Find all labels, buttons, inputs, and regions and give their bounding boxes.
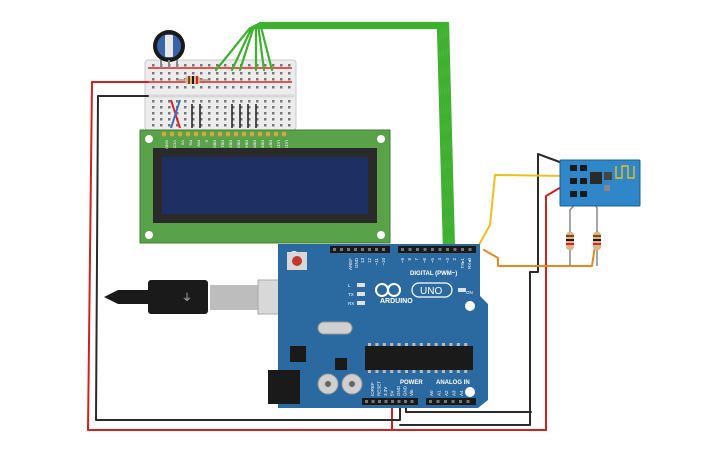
analog-pin-label: A0: [429, 390, 434, 396]
lcd-pin[interactable]: [217, 131, 223, 137]
power-pin-label: GND: [403, 385, 408, 396]
led-label: RX: [348, 301, 354, 306]
lcd-pin[interactable]: [273, 131, 279, 137]
reset-button: [292, 256, 302, 266]
digital-pin-label: ~10: [381, 258, 386, 266]
lcd-pin[interactable]: [281, 131, 287, 137]
digital-header-high: [330, 246, 390, 253]
backlight-resistor[interactable]: [178, 76, 208, 84]
digital-pin-label: 8: [407, 258, 412, 261]
power-jack: [268, 370, 300, 404]
digital-pin-label: ~3: [445, 258, 450, 264]
breadboard: [144, 59, 297, 131]
lcd-pin-label: RS: [189, 140, 194, 146]
lcd-pin-label: DB6: [261, 140, 266, 149]
lcd-pin-label: DB5: [253, 140, 258, 149]
digital-pin-label: ~5: [430, 258, 435, 264]
lcd-pin[interactable]: [185, 131, 191, 137]
lcd-pin[interactable]: [201, 131, 207, 137]
esp-resistor-1[interactable]: [566, 232, 574, 266]
lcd-pin-label: DB4: [245, 140, 250, 149]
lcd-pin[interactable]: [161, 131, 167, 137]
lcd-pin-label: RW: [197, 140, 202, 147]
digital-header-label: DIGITAL (PWM~): [410, 271, 457, 277]
power-pin-label: RESET: [377, 381, 382, 396]
analog-header: [426, 398, 476, 405]
lcd-pin[interactable]: [265, 131, 271, 137]
analog-pin-label: A2: [444, 390, 449, 396]
aref-label: AREF: [348, 258, 353, 270]
brand-label: ARDUINO: [380, 298, 413, 305]
power-pin-label: GND: [396, 385, 401, 396]
lcd-pin-label: DB1: [221, 140, 226, 149]
power-pin-label: 3.3V: [383, 387, 388, 396]
digital-pin-label: 12: [367, 258, 372, 264]
lcd-pin[interactable]: [225, 131, 231, 137]
lcd-pin[interactable]: [209, 131, 215, 137]
lcd-pin-label: DB0: [213, 140, 218, 149]
wire-black-gnd: [95, 95, 401, 421]
lcd-pin[interactable]: [241, 131, 247, 137]
digital-pin-label: 4: [437, 258, 442, 261]
breadboard-jumpers: [170, 99, 257, 129]
analog-header-label: ANALOG IN: [436, 380, 470, 386]
lcd-pin-label: GND: [165, 140, 170, 149]
on-label: ON: [466, 290, 473, 295]
arduino-logo: [375, 282, 453, 298]
digital-pin-label: ~9: [400, 258, 405, 264]
breadboard-holes: [152, 64, 291, 127]
lcd-pin[interactable]: [193, 131, 199, 137]
analog-pin-label: A1: [437, 390, 442, 396]
lcd-pin[interactable]: [249, 131, 255, 137]
esp-resistor-2[interactable]: [593, 232, 601, 266]
digital-pin-label: RX◂0: [467, 258, 472, 270]
digital-pin-label: TX▸1: [460, 258, 465, 269]
power-header: [362, 398, 418, 405]
wire-yellow-tx: [475, 174, 566, 251]
digital-header-low: [398, 246, 476, 253]
led-label: TX: [348, 292, 354, 297]
power-pin-label: Vin: [409, 389, 414, 396]
lcd-pin-label: DB2: [229, 140, 234, 149]
analog-pin-label: A5: [467, 390, 472, 396]
lcd-pin-label: LED: [285, 140, 290, 148]
potentiometer[interactable]: [153, 30, 185, 68]
lcd-pin[interactable]: [257, 131, 263, 137]
usb-icon: ⏚: [182, 292, 192, 304]
atmega-chip: [365, 346, 473, 370]
lcd-pin-label: E: [205, 140, 210, 143]
digital-pin-label: ~11: [374, 258, 379, 266]
analog-pin-label: A4: [459, 390, 464, 396]
lcd-pin-header: [161, 131, 287, 137]
lcd-pin[interactable]: [233, 131, 239, 137]
digital-pin-label: 2: [452, 258, 457, 261]
power-header-label: POWER: [400, 380, 423, 386]
power-pin-label: IOREF: [370, 382, 375, 396]
lcd-pin-label: V0: [181, 140, 186, 146]
led-label: L: [348, 283, 351, 288]
digital-pin-label: 7: [414, 258, 419, 261]
gnd-label: GND: [354, 257, 359, 268]
power-pin-label: 5V: [390, 390, 395, 396]
analog-pin-label: A3: [452, 390, 457, 396]
lcd-pin-label: VCC: [173, 140, 178, 149]
model-label: UNO: [420, 286, 442, 297]
lcd-pin[interactable]: [169, 131, 175, 137]
arduino-uno[interactable]: DIGITAL (PWM~) ARDUINO UNO ON POWER ANAL…: [268, 244, 488, 408]
lcd-pin-label: DB7: [269, 140, 274, 149]
esp8266-module[interactable]: [559, 159, 641, 207]
digital-pin-label: 13: [360, 258, 365, 264]
lcd-pin[interactable]: [177, 131, 183, 137]
wire-orange-rx: [483, 231, 598, 267]
wire-black-esp: [399, 153, 566, 426]
lcd-pin-label: DB3: [237, 140, 242, 149]
wire-red-esp: [391, 185, 564, 431]
lcd-pin-label: LED: [277, 140, 282, 148]
digital-pin-label: ~6: [422, 258, 427, 264]
